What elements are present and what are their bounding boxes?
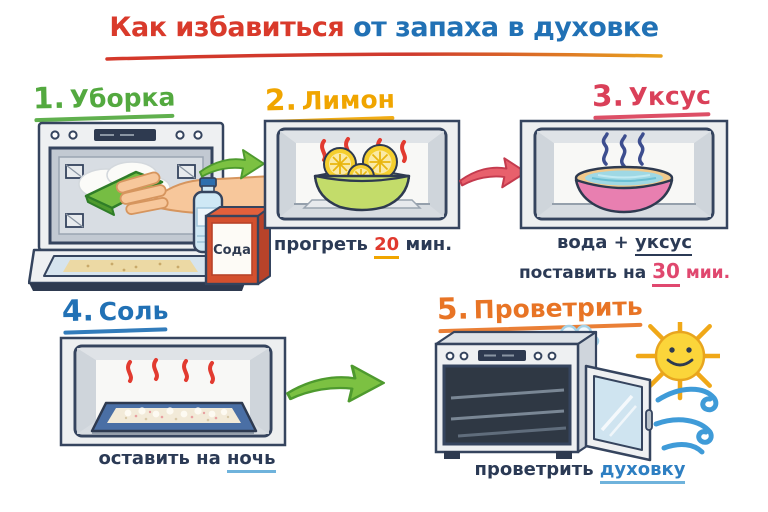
oven-lemon-illustration — [263, 119, 461, 230]
oven-body — [434, 330, 598, 459]
step3-number: 3. — [591, 78, 625, 114]
open-oven-door — [584, 364, 653, 462]
step4-label: Соль — [98, 295, 169, 327]
page-title: Как избавиться от запаха в духовке — [0, 12, 768, 43]
step2-number: 2. — [264, 82, 298, 118]
step2-caption-post: мин. — [399, 234, 453, 255]
arrow-right-green-icon — [286, 364, 385, 403]
sun-icon — [635, 322, 720, 401]
step4-header: 4.Соль — [62, 292, 169, 333]
step3-line1-underlined: уксус — [635, 232, 693, 256]
step2-caption-value: 20 — [374, 234, 400, 259]
oven-salt-illustration — [59, 336, 287, 447]
step2-label: Лимон — [301, 84, 396, 116]
soda-box: Сода — [204, 206, 271, 286]
step1-label: Уборка — [69, 82, 176, 114]
arrow-right-green-icon — [199, 149, 265, 180]
heat-waves — [126, 358, 215, 384]
steam-waves — [601, 132, 645, 168]
step2-caption-pre: прогреть — [273, 234, 375, 255]
wind-icon — [653, 386, 719, 455]
step4-caption: оставить на ночь — [87, 448, 287, 473]
oven-airing-illustration — [434, 322, 720, 462]
soda-box-label: Сода — [213, 243, 251, 258]
step3-line1-pre: вода + — [556, 232, 636, 253]
open-oven-door — [28, 248, 247, 291]
title-rest: от запаха в духовке — [344, 12, 659, 43]
title-underline-stroke — [105, 52, 663, 61]
step3-header: 3.Уксус — [592, 77, 712, 118]
step2-caption: прогреть 20 мин. — [263, 234, 463, 259]
vinegar-bowl — [574, 165, 674, 214]
step3-line2-value: 30 — [652, 259, 680, 287]
step3-caption-line1: вода + уксус — [522, 232, 727, 256]
step4-caption-underlined: ночь — [227, 448, 276, 473]
salt-tray — [90, 401, 258, 433]
step1-number: 1. — [32, 80, 66, 116]
step3-caption-line2: поставить на 30 мии. — [507, 259, 742, 287]
step4-number: 4. — [61, 293, 95, 329]
step4-caption-pre: оставить на — [98, 448, 227, 469]
title-highlight: Как избавиться — [109, 12, 345, 43]
oven-vinegar-illustration — [519, 119, 729, 230]
step5-label: Проветрить — [473, 291, 643, 325]
step3-line2-pre: поставить на — [518, 263, 653, 283]
step3-line2-post: мии. — [679, 263, 731, 283]
step3-label: Уксус — [628, 80, 712, 112]
step5-caption: проветрить духовку — [460, 459, 700, 484]
step5-number: 5. — [436, 291, 470, 327]
arrow-right-red-icon — [459, 157, 527, 189]
lemon-bowl — [302, 144, 422, 212]
step5-caption-pre: проветрить — [474, 459, 600, 480]
step1-header: 1.Уборка — [33, 79, 176, 121]
step5-caption-underlined: духовку — [599, 459, 686, 484]
